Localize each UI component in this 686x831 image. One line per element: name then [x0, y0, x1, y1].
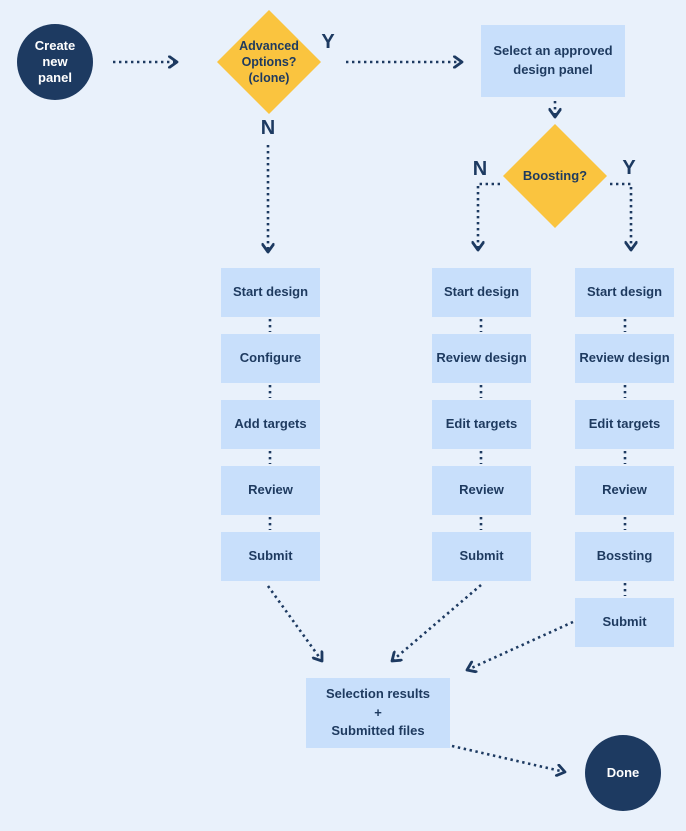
end-node-label: Done [606, 764, 640, 780]
results-line-2: + [374, 704, 382, 720]
step-label: Submit [602, 614, 647, 630]
step-col1-start-design: Start design [221, 268, 320, 317]
step-col3-start-design: Start design [575, 268, 674, 317]
arrow-boosting-no-down [478, 182, 500, 250]
step-label: Bossting [596, 548, 653, 564]
step-col2-submit: Submit [432, 532, 531, 581]
arrow-col3-to-results [467, 620, 574, 670]
step-label: Submit [248, 548, 293, 564]
advanced-yes-label: Y [321, 31, 335, 53]
step-col2-edit-targets: Edit targets [432, 400, 531, 449]
boosting-no-label: N [472, 158, 488, 180]
arrow-results-to-done [451, 744, 565, 772]
step-label: Review [459, 482, 504, 498]
select-approved-panel-node: Select an approved design panel [481, 25, 625, 97]
arrow-boosting-yes-down [610, 182, 631, 250]
start-node: Create new panel [17, 24, 93, 100]
step-col3-review: Review [575, 466, 674, 515]
start-node-label: Create new panel [34, 37, 76, 86]
results-line-1: Selection results [325, 685, 431, 701]
results-line-3: Submitted files [331, 723, 425, 739]
step-col2-start-design: Start design [432, 268, 531, 317]
decision-advanced-options-label: Advanced Options? (clone) [239, 38, 299, 86]
advanced-no-label: N [260, 117, 276, 139]
step-label: Submit [459, 548, 504, 564]
step-col3-edit-targets: Edit targets [575, 400, 674, 449]
step-col3-review-design: Review design [575, 334, 674, 383]
step-col1-configure: Configure [221, 334, 320, 383]
arrow-col2-to-results [392, 584, 482, 661]
step-col2-review-design: Review design [432, 334, 531, 383]
boosting-yes-label: Y [622, 157, 636, 179]
end-node: Done [585, 735, 661, 811]
step-col1-add-targets: Add targets [221, 400, 320, 449]
step-label: Review design [436, 350, 527, 366]
decision-boosting-label: Boosting? [522, 167, 588, 183]
step-col1-review: Review [221, 466, 320, 515]
step-label: Start design [443, 284, 520, 300]
results-node: Selection results + Submitted files [306, 678, 450, 748]
step-label: Start design [232, 284, 309, 300]
select-approved-panel-label: Select an approved design panel [493, 43, 613, 77]
step-label: Start design [586, 284, 663, 300]
step-label: Review [602, 482, 647, 498]
step-label: Edit targets [588, 416, 661, 432]
step-label: Add targets [234, 416, 307, 432]
step-label: Review [248, 482, 293, 498]
step-label: Review design [579, 350, 670, 366]
step-col3-submit: Submit [575, 598, 674, 647]
step-label: Configure [239, 350, 302, 366]
step-col2-review: Review [432, 466, 531, 515]
arrow-col1-to-results [266, 585, 322, 661]
step-col3-bossting: Bossting [575, 532, 674, 581]
step-col1-submit: Submit [221, 532, 320, 581]
step-label: Edit targets [445, 416, 518, 432]
